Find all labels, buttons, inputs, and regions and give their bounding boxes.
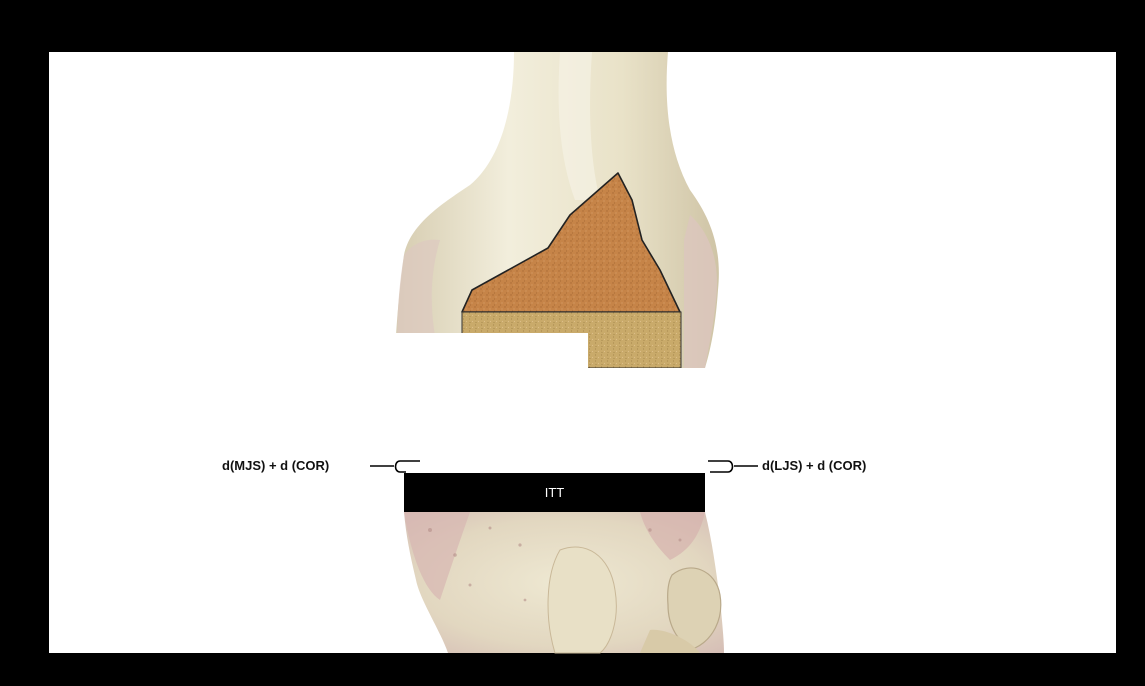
medial-joint-space-label: d(MJS) + d (COR) xyxy=(222,458,329,473)
lateral-joint-space-label: d(LJS) + d (COR) xyxy=(762,458,866,473)
itt-label: ITT xyxy=(545,485,565,500)
femur-cutout xyxy=(392,333,588,373)
tibia xyxy=(404,512,724,653)
joint-space-fill xyxy=(588,368,684,374)
itt-bar: ITT xyxy=(404,473,705,512)
joint-space xyxy=(380,368,740,472)
